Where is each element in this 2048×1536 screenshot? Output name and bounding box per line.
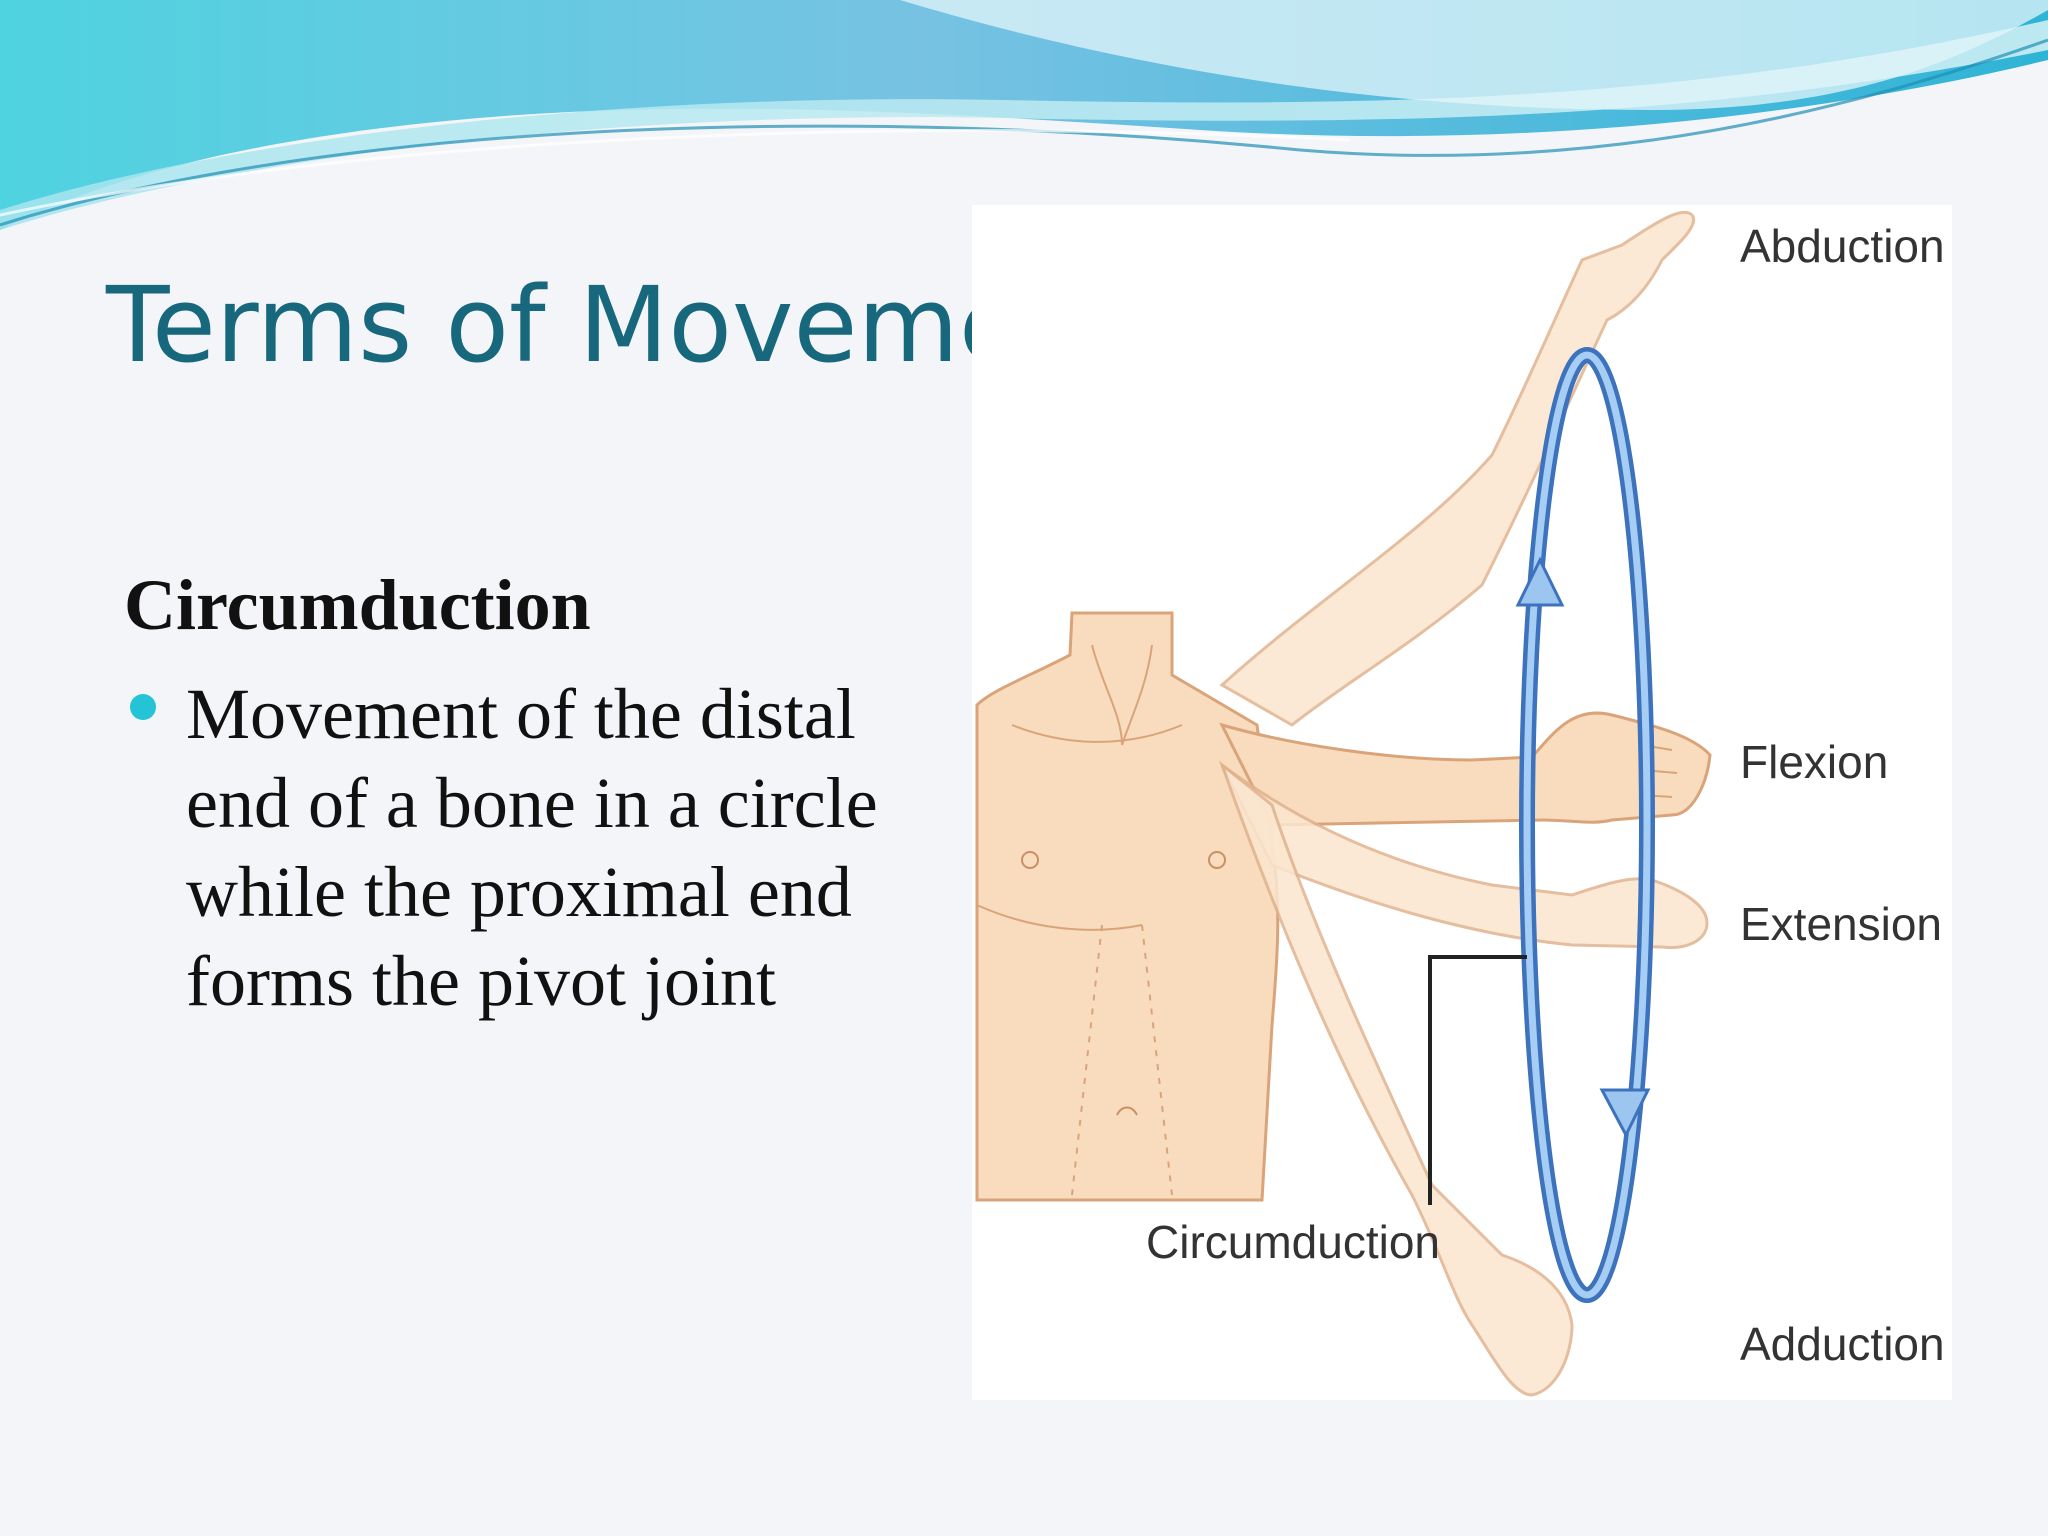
arm-extension [1220, 763, 1709, 950]
torso-shape [975, 611, 1280, 1202]
label-circumduction: Circumduction [1146, 1216, 1440, 1268]
label-adduction: Adduction [1740, 1318, 1945, 1370]
arm-abduction [1219, 210, 1696, 727]
label-flexion: Flexion [1740, 736, 1889, 788]
arm-movement-illustration [975, 210, 1712, 1397]
bullet-dot-icon [130, 694, 156, 720]
arrow-down-icon [1599, 1088, 1651, 1139]
slide-subtitle: Circumduction [124, 565, 591, 645]
arrow-up-icon [1515, 556, 1565, 607]
label-abduction: Abduction [1740, 220, 1945, 272]
circumduction-diagram: Abduction Flexion Extension Adduction Ci… [972, 205, 1952, 1400]
arm-adduction [1218, 760, 1574, 1397]
circumduction-pointer-line [1428, 955, 1527, 1205]
label-extension: Extension [1740, 898, 1943, 950]
slide-title: Terms of Movement [106, 264, 1130, 386]
bullet-text: Movement of the distal end of a bone in … [186, 674, 878, 1021]
header-wave-decoration [0, 0, 2048, 230]
arm-flexion [1219, 711, 1712, 827]
